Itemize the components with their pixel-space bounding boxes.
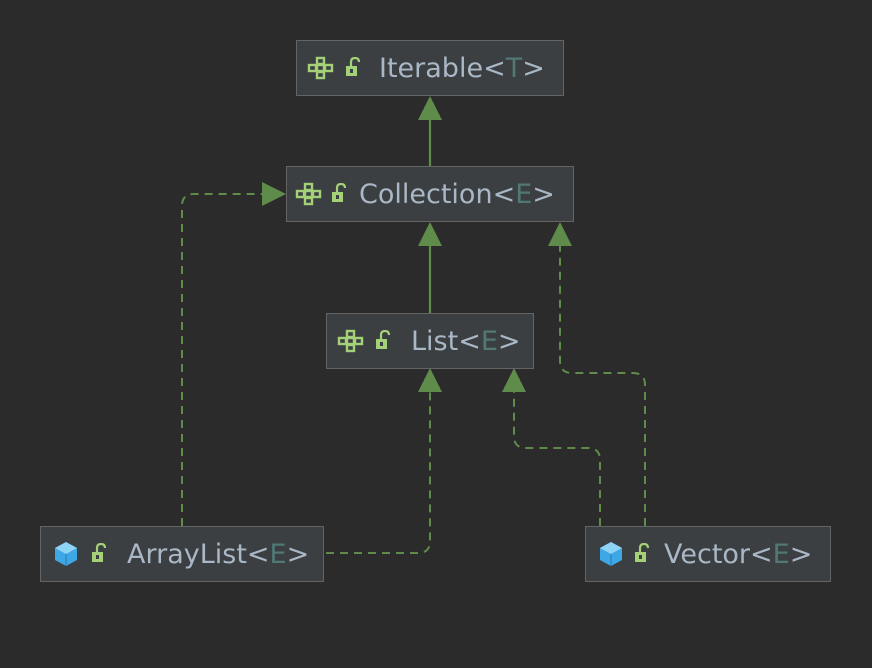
node-vector[interactable]: Vector<E>: [585, 526, 831, 582]
node-label: ArrayList<E>: [127, 538, 310, 570]
interface-icon: [337, 329, 367, 353]
node-label: Iterable<T>: [379, 52, 545, 84]
node-label: List<E>: [411, 325, 521, 357]
type-parameter: T: [505, 52, 523, 84]
node-name: List: [411, 325, 459, 357]
type-parameter: E: [480, 325, 498, 357]
node-label: Vector<E>: [664, 538, 813, 570]
public-unlocked-icon: [89, 542, 111, 566]
interface-icon: [307, 56, 337, 80]
node-label: Collection<E>: [359, 178, 555, 210]
node-name: Collection: [359, 178, 493, 210]
node-collection[interactable]: Collection<E>: [286, 166, 574, 222]
class-icon: [53, 541, 79, 567]
public-unlocked-icon: [373, 329, 395, 353]
edge-arraylist-implements-list: [326, 368, 442, 554]
edge-vector-implements-list: [502, 368, 601, 526]
class-icon: [598, 541, 624, 567]
type-parameter: E: [269, 538, 287, 570]
type-parameter: E: [515, 178, 533, 210]
node-iterable[interactable]: Iterable<T>: [296, 40, 564, 96]
interface-icon: [295, 182, 325, 206]
edge-vector-implements-collection: [548, 222, 646, 526]
node-name: Vector: [664, 538, 751, 570]
node-list[interactable]: List<E>: [326, 313, 534, 369]
edge-collection-extends-iterable: [418, 96, 442, 166]
node-name: ArrayList: [127, 538, 247, 570]
edge-arraylist-implements-collection: [181, 182, 286, 526]
node-name: Iterable: [379, 52, 484, 84]
public-unlocked-icon: [343, 56, 365, 80]
edge-list-extends-collection: [418, 222, 442, 313]
public-unlocked-icon: [632, 542, 654, 566]
type-parameter: E: [772, 538, 790, 570]
node-arraylist[interactable]: ArrayList<E>: [40, 526, 324, 582]
public-unlocked-icon: [329, 182, 351, 206]
